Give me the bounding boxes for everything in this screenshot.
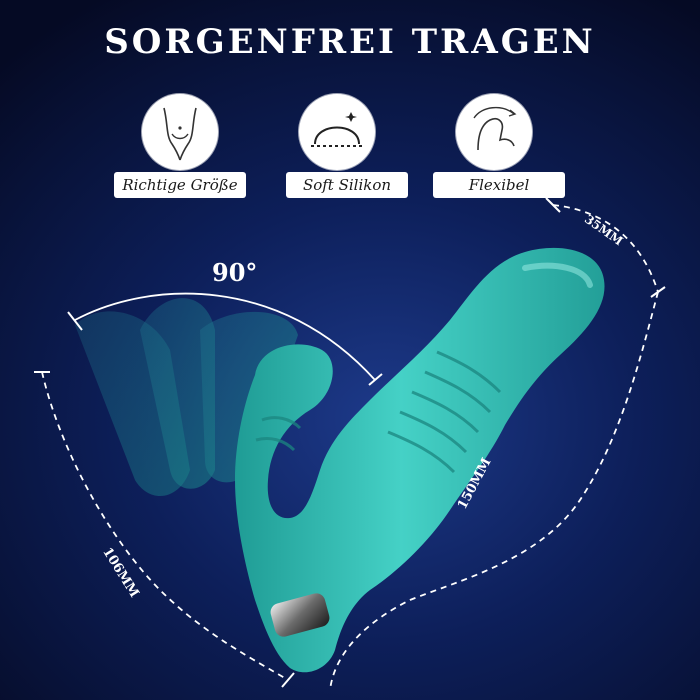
soft-dome-icon: [299, 94, 375, 170]
tip-width-line: [552, 204, 659, 293]
total-length-line: [329, 291, 659, 691]
angle-arc: [74, 292, 376, 381]
feature-label-size: Richtige Größe: [114, 172, 246, 198]
product-body: [235, 247, 605, 673]
metal-button: [270, 593, 330, 637]
angle-label: 90°: [212, 258, 258, 287]
arm-length-line: [41, 371, 289, 681]
bending-hand-icon: [456, 94, 532, 170]
feature-label-flexible: Flexibel: [433, 172, 565, 198]
feature-label-silicone: Soft Silikon: [286, 172, 408, 198]
body-silhouette-icon: [142, 94, 218, 170]
headline: SORGENFREI TRAGEN: [104, 22, 596, 62]
ghost-arm-2: [140, 298, 215, 489]
